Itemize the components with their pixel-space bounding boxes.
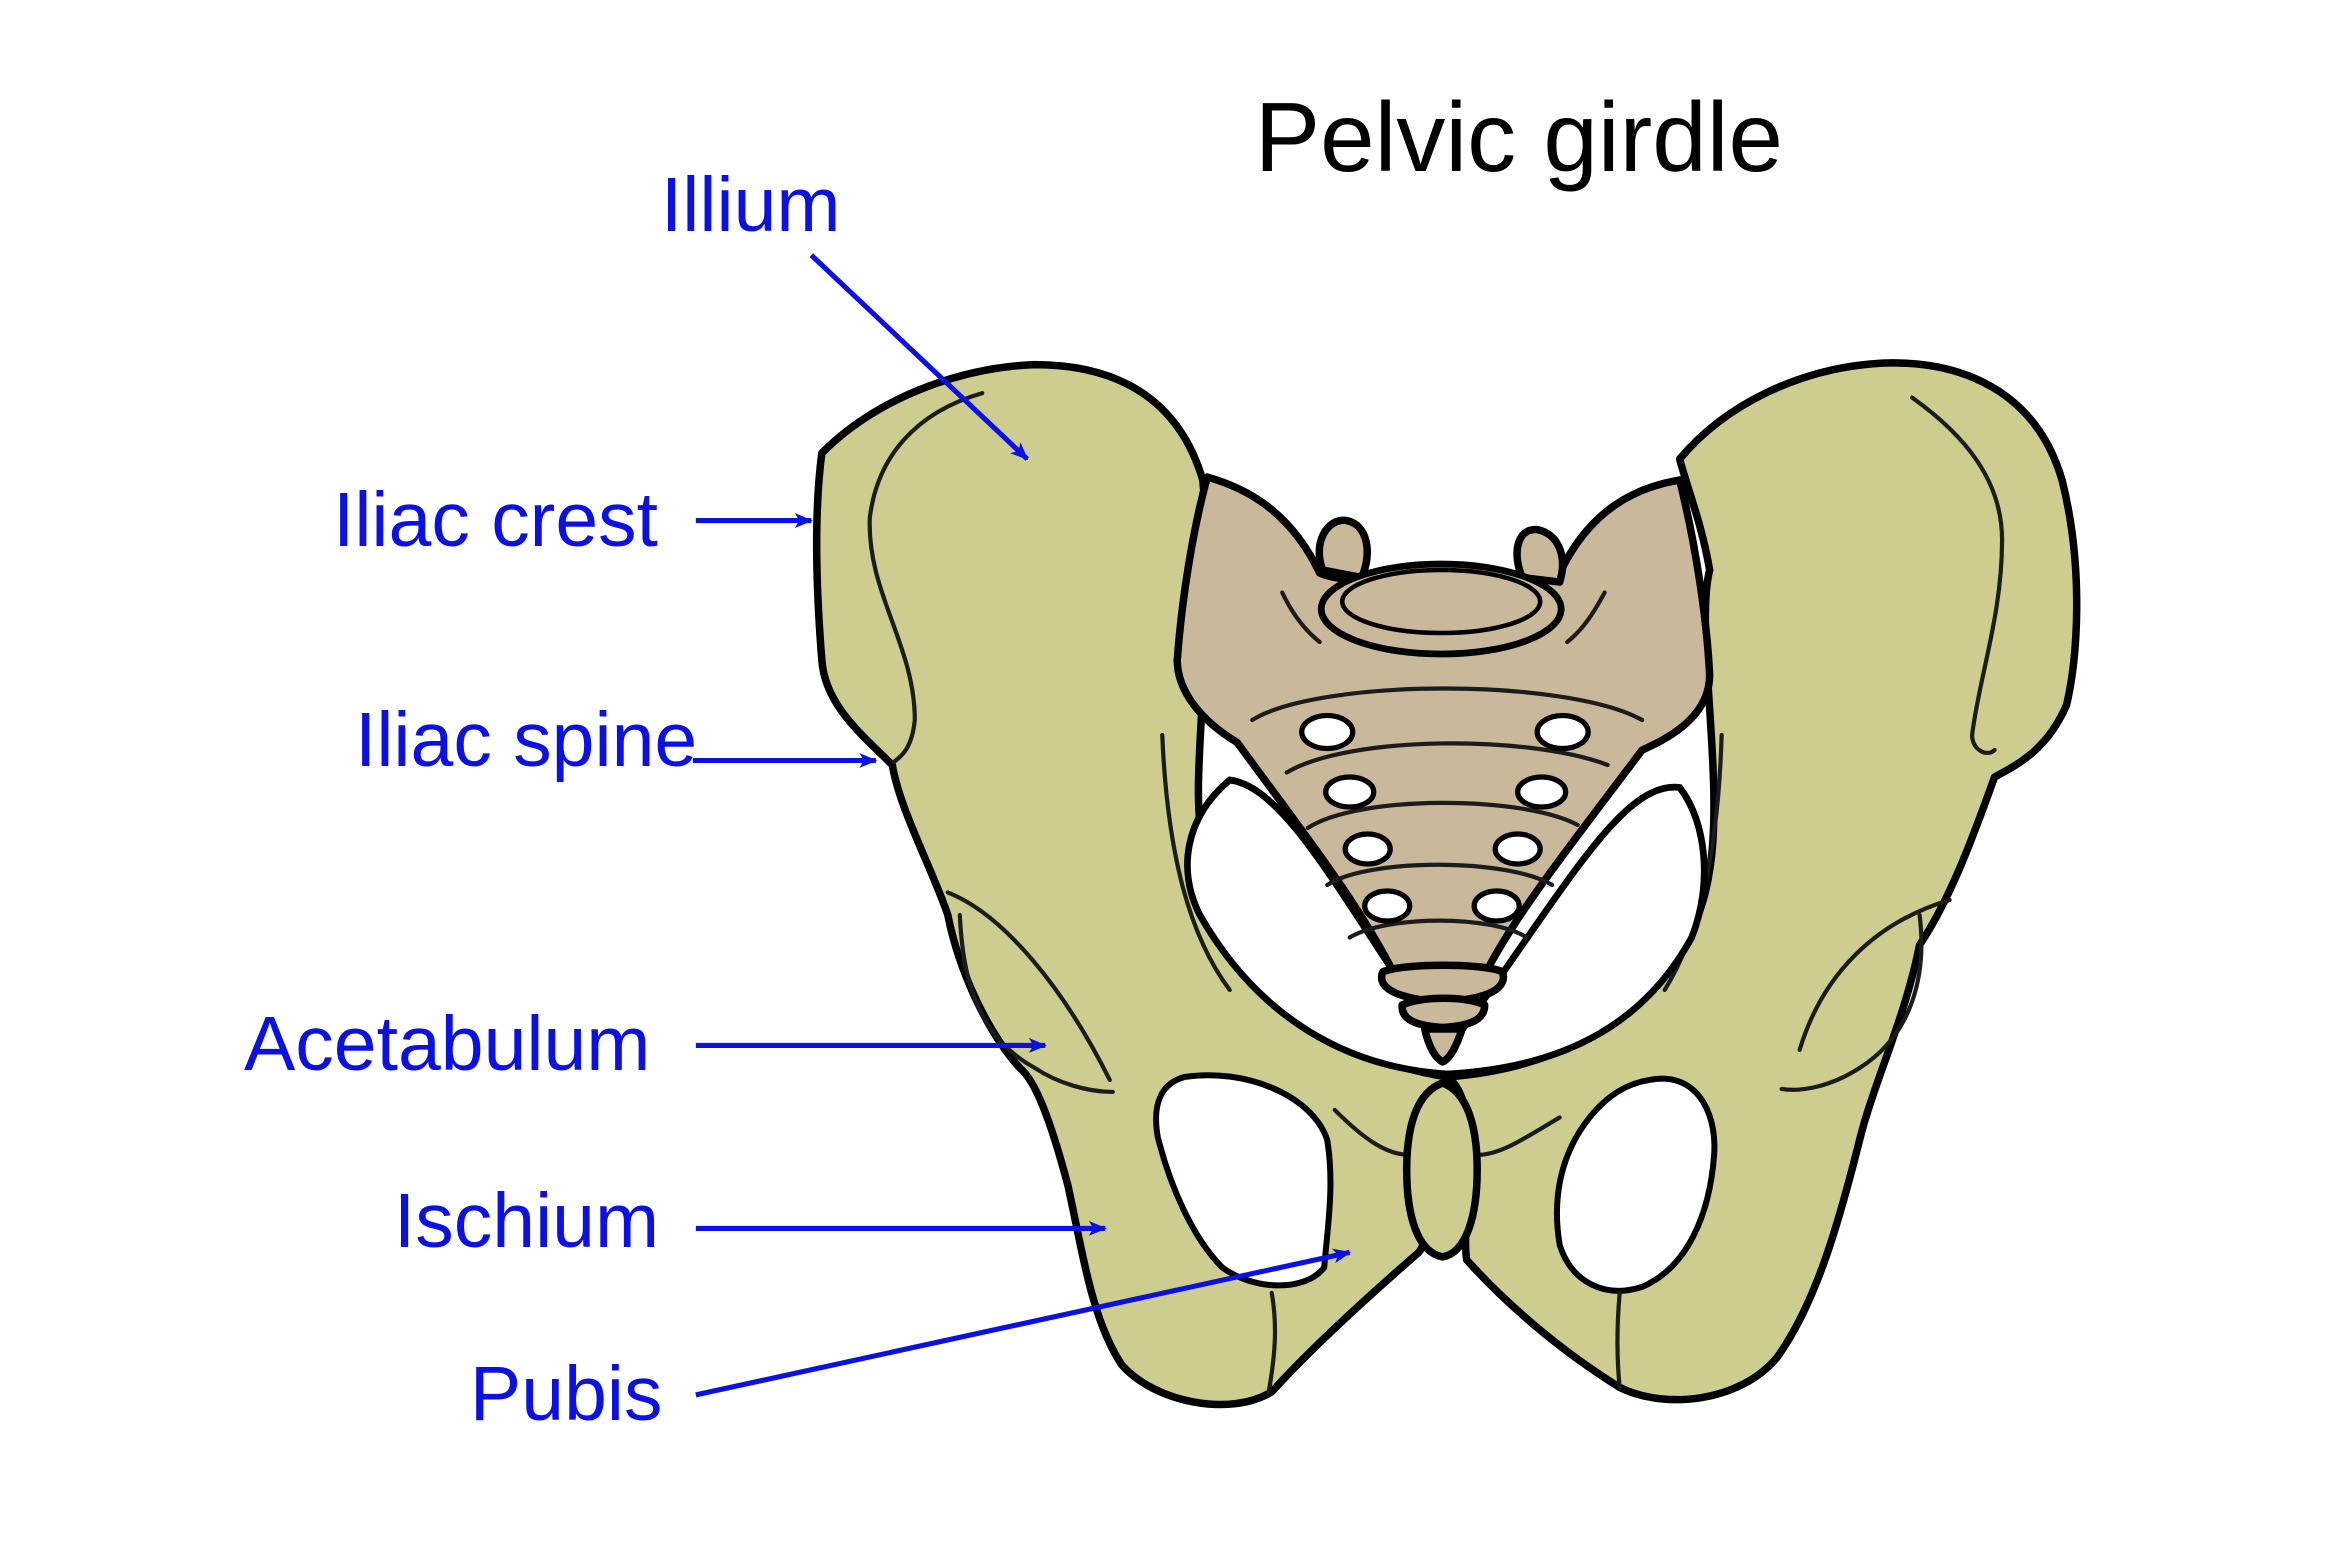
sacral-foramen: [1471, 888, 1522, 924]
sacral-foramen: [1323, 774, 1377, 810]
coccyx-segment-1: [1377, 961, 1508, 1006]
sacral-ridge-3: [1305, 800, 1580, 831]
label-iliac-spine: Iliac spine: [355, 697, 697, 783]
left-iliac-inner-line: [867, 390, 985, 765]
coccyx-tip: [1420, 1025, 1466, 1066]
pubic-symphysis: [1402, 1079, 1481, 1261]
sacral-ridge-4: [1325, 862, 1555, 888]
left-ilium-ridge-line: [945, 890, 1112, 1083]
sacral-foramen: [1515, 774, 1569, 810]
sacral-foramen: [1299, 712, 1356, 752]
right-acetabulum-line: [1779, 912, 1924, 1092]
arrow-ilium: [809, 253, 1030, 461]
arrows: [692, 253, 1352, 1398]
right-obturator-foramen: [1553, 1075, 1718, 1294]
right-ilium-ridge-line: [1797, 897, 1952, 1053]
sacral-wing-right-line: [1565, 590, 1607, 645]
left-pubic-rim-line: [1332, 1107, 1412, 1158]
label-ischium: Ischium: [394, 1178, 659, 1264]
label-iliac-crest: Iliac crest: [333, 477, 658, 563]
left-acetabulum-line: [957, 912, 1115, 1095]
labels: Illium Iliac crest Iliac spine Acetabulu…: [244, 162, 841, 1437]
sacral-foramina: [1299, 712, 1591, 924]
label-pubis: Pubis: [470, 1351, 663, 1437]
sacral-promontory-rim: [1339, 567, 1543, 636]
sacral-ridge-5: [1347, 918, 1529, 940]
sacrum-left-ala-tab: [1315, 516, 1371, 582]
sacral-promontory: [1317, 560, 1565, 658]
left-sacroiliac-line: [1160, 732, 1232, 993]
sacral-foramen: [1342, 831, 1393, 867]
label-ilium: Illium: [661, 162, 841, 248]
right-pubic-rim-line: [1475, 1115, 1562, 1158]
arrow-pubis: [695, 1248, 1352, 1398]
sacral-foramen: [1362, 888, 1413, 924]
sacral-foramen: [1534, 712, 1591, 752]
sacral-wing-left-line: [1280, 590, 1322, 645]
sacral-ridge-2: [1284, 741, 1610, 775]
sacrum-right-ala-tab: [1513, 525, 1567, 586]
coccyx-segment-2: [1398, 994, 1489, 1032]
diagram-title: Pelvic girdle: [1255, 82, 1783, 192]
left-obturator-foramen: [1153, 1072, 1334, 1289]
right-iliac-inner-line: [1909, 395, 2005, 756]
label-acetabulum: Acetabulum: [244, 1001, 650, 1087]
sacrum: [1173, 473, 1714, 1066]
sacral-foramen: [1492, 831, 1543, 867]
sacral-ridge-1: [1250, 686, 1645, 723]
left-lower-line: [1266, 1290, 1278, 1394]
right-lower-line: [1615, 1290, 1622, 1390]
